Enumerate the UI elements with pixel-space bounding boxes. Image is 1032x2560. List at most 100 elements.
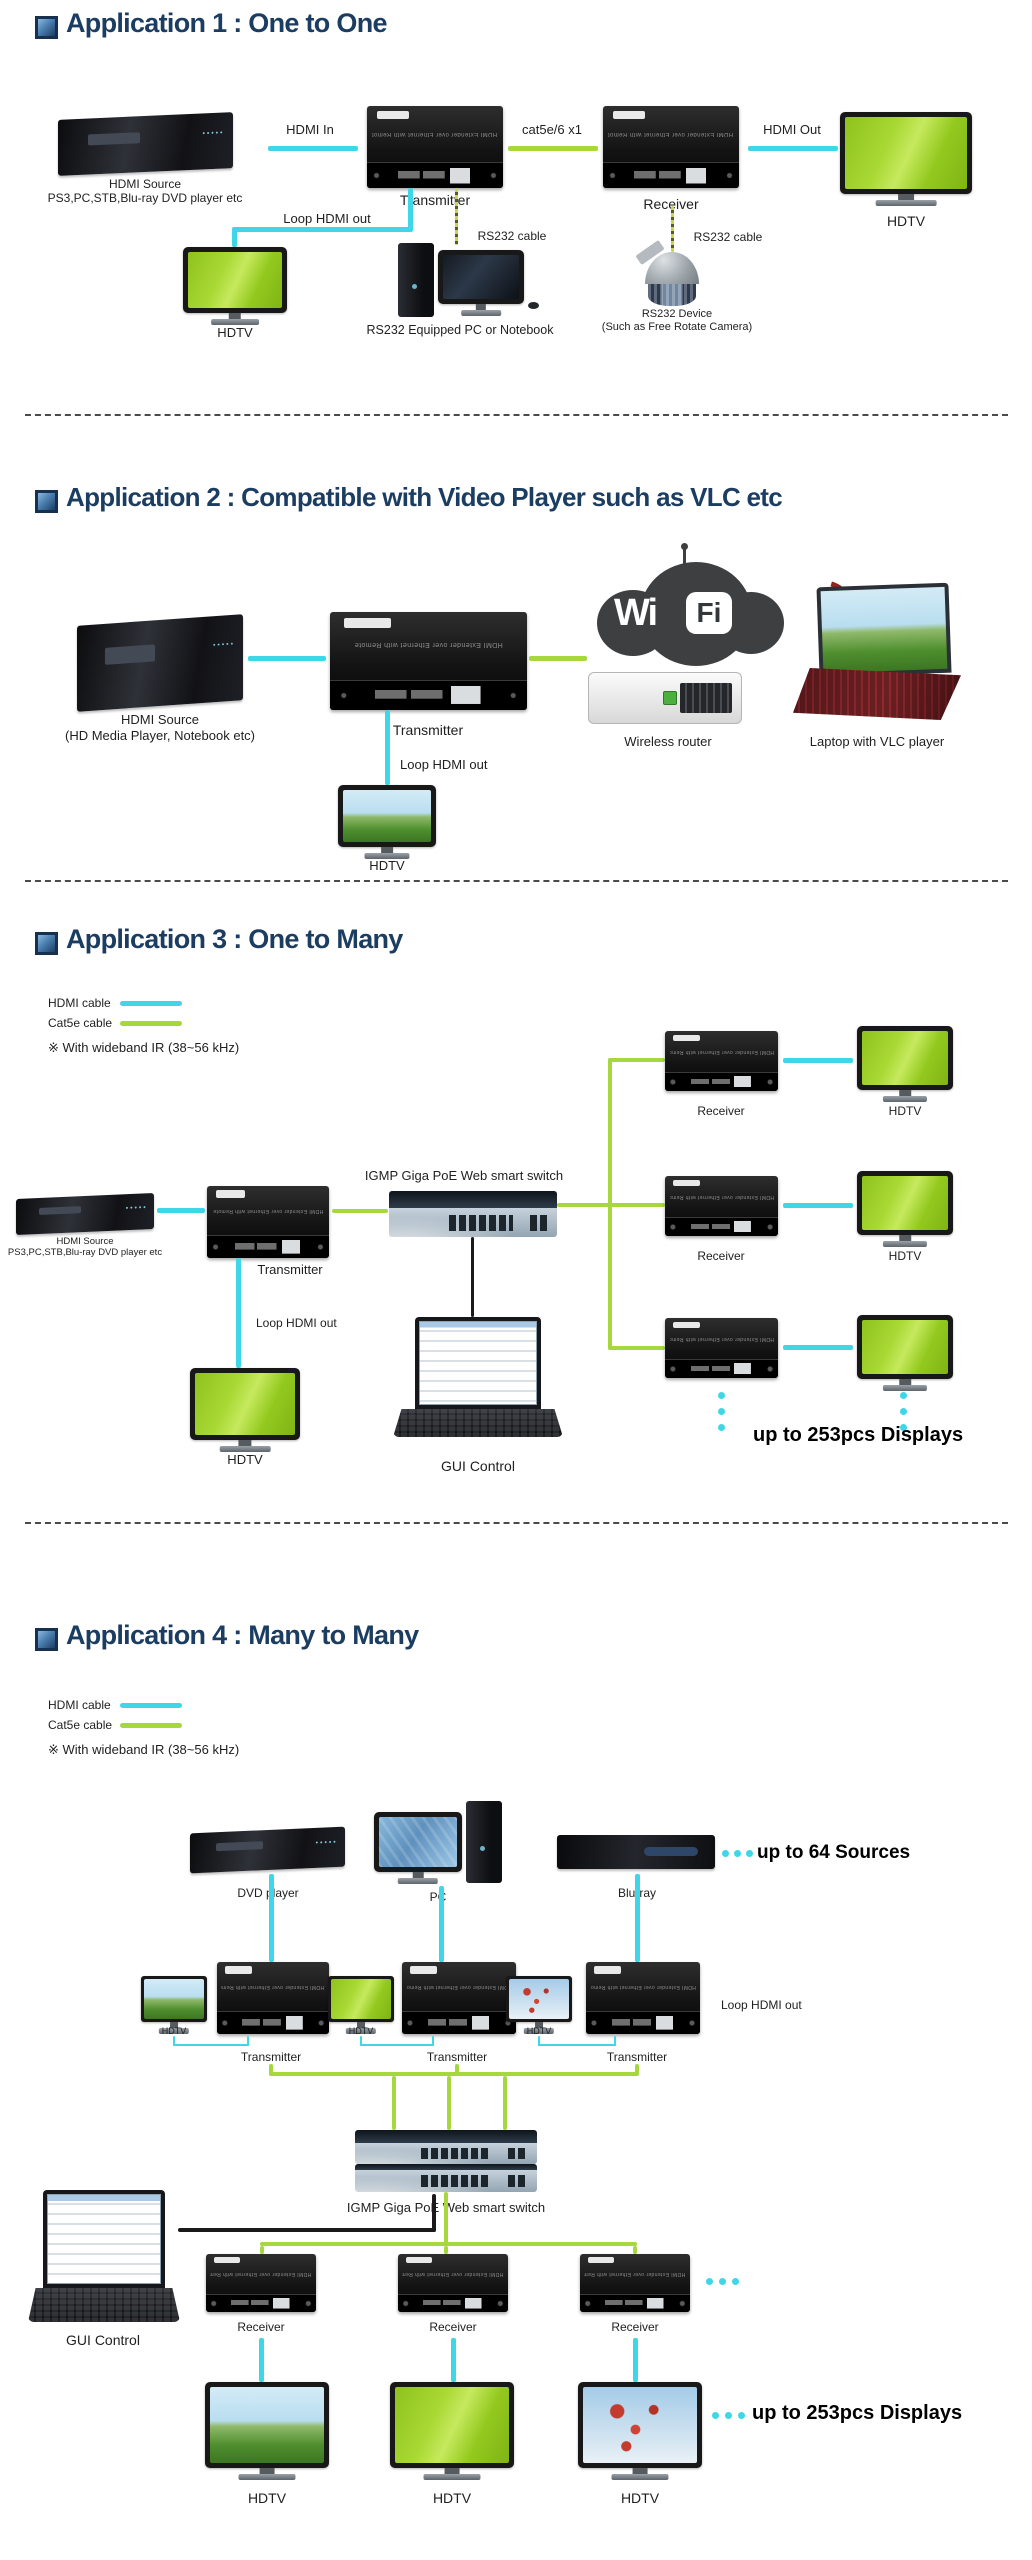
hdtv-screen [395, 2387, 509, 2463]
pc-screen [379, 1817, 457, 1867]
hdmi-source-sublabel: (HD Media Player, Notebook etc) [64, 728, 256, 743]
transmitter-box: HDMI Extender over Ethernet with Remote [217, 1962, 329, 2034]
section1-title: Application 1 : One to One [66, 8, 388, 38]
legend-wideband-note: ※ With wideband IR (38~56 kHz) [48, 1742, 240, 1757]
legend-hdmi-swatch [120, 1703, 182, 1708]
loop-hdmi-out-label: Loop HDMI out [400, 757, 488, 772]
hdtv-small-label: HDTV [348, 2026, 374, 2036]
receiver-label: Receiver [697, 1104, 745, 1118]
section-bullet-icon [35, 1628, 58, 1651]
loop-hdmi-cable [432, 2036, 434, 2046]
poe-switch [355, 2130, 537, 2164]
legend-cat5e-cable-label: Cat5e cable [48, 1016, 113, 1030]
switch-top [355, 2164, 537, 2170]
receiver-box: HDMI Extender over Ethernet with Remote [580, 2254, 690, 2312]
hdtv-screen [862, 1320, 948, 1374]
loop-hdmi-cable [232, 227, 413, 232]
cat5e-cable [608, 1058, 665, 1062]
section-bullet-icon [35, 490, 58, 513]
switch-label: IGMP Giga PoE Web smart switch [364, 1168, 564, 1183]
control-cable [471, 1237, 474, 1317]
camera-face [648, 284, 696, 306]
gui-window [47, 2194, 161, 2284]
laptop-screen [816, 582, 952, 678]
hdtv-label: HDTV [217, 325, 253, 340]
receiver-label: Receiver [611, 2320, 659, 2334]
hdtv-screen [862, 1176, 948, 1230]
hdmi-cable [269, 1874, 274, 1962]
device-chip [343, 617, 392, 628]
receiver-label: Receiver [237, 2320, 285, 2334]
section-divider [25, 414, 1008, 416]
blu-ray-player [557, 1835, 715, 1869]
section-divider [25, 880, 1008, 882]
transmitter-label: Transmitter [426, 2050, 488, 2064]
hdtv-screen [210, 2387, 324, 2463]
hdtv-label: HDTV [888, 1104, 922, 1118]
laptop-label: Laptop with VLC player [809, 734, 945, 749]
legend-cat5e-swatch [120, 1021, 182, 1026]
more-devices-dots [900, 1392, 907, 1399]
cat5e-cable [269, 2064, 273, 2074]
more-receivers-dots [732, 2278, 739, 2285]
hdmi-cable [268, 146, 358, 151]
loop-hdmi-cable [232, 230, 237, 247]
cat5e-cable [557, 1203, 665, 1207]
hdtv-small-label: HDTV [526, 2026, 552, 2036]
wireless-router-label: Wireless router [624, 734, 712, 749]
control-cable [432, 2194, 436, 2232]
switch-top [389, 1191, 557, 1209]
extender-top-text: HDMI Extender over Ethernet with Remote [212, 1207, 324, 1214]
hdtv-loop-small [506, 1976, 572, 2022]
hdmi-source-label: HDMI Source [108, 177, 182, 191]
hdmi-cable [259, 2338, 264, 2382]
loop-hdmi-out-label: Loop HDMI out [283, 211, 371, 226]
section4-title: Application 4 : Many to Many [66, 1620, 419, 1650]
hdtv-loop [338, 785, 436, 847]
cat5e-cable [529, 656, 587, 661]
gui-control-label: GUI Control [441, 1458, 515, 1474]
extender-top-text: HDMI Extender over Ethernet with Remote [590, 1983, 696, 1990]
gui-laptop-keyboard [393, 1409, 563, 1437]
extender-ports [217, 2011, 329, 2034]
legend-cat5e-swatch [120, 1723, 182, 1728]
wifi-wi-text: Wi [614, 592, 658, 634]
loop-hdmi-cable [614, 2036, 616, 2046]
rs232-cable [455, 188, 458, 245]
control-cable [178, 2228, 436, 2232]
loop-hdmi-cable [173, 2044, 249, 2046]
transmitter-box: HDMI Extender over Ethernet with Remote [586, 1962, 700, 2034]
legend-hdmi-cable-label: HDMI cable [48, 1698, 111, 1712]
extender-top-text: HDMI Extender over Ethernet with Remote [402, 2271, 504, 2278]
cat5e-cable [260, 2242, 637, 2246]
rs232-device-sublabel: (Such as Free Rotate Camera) [601, 321, 753, 333]
pc-screen [443, 255, 519, 299]
hdtv [578, 2382, 702, 2468]
cat5e-cable [260, 2246, 264, 2254]
switch-ports [389, 1208, 557, 1237]
hdtv-screen [862, 1031, 948, 1085]
hdtv-label: HDTV [227, 1452, 263, 1467]
pc-mouse [528, 302, 539, 309]
gui-laptop-screen [415, 1317, 541, 1409]
hdtv-small-label: HDTV [161, 2026, 187, 2036]
dvd-player [16, 1192, 154, 1236]
more-displays-dots [725, 2412, 732, 2419]
extender-ports [665, 1359, 778, 1378]
loop-hdmi-cable [247, 2036, 249, 2046]
extender-top-text: HDMI Extender over Ethernet with Remote [372, 130, 498, 137]
dvd-player [58, 112, 233, 176]
receiver-box: HDMI Extender over Ethernet with Remote [665, 1318, 778, 1378]
extender-top-text: HDMI Extender over Ethernet with Remote [354, 641, 503, 649]
wireless-router [588, 672, 742, 724]
dvd-player-label: DVD player [237, 1886, 299, 1900]
extender-ports [665, 1072, 778, 1091]
cat5e-cable [392, 2076, 396, 2130]
hdtv [857, 1026, 953, 1090]
legend-wideband-note: ※ With wideband IR (38~56 kHz) [48, 1040, 240, 1055]
section3-title: Application 3 : One to Many [66, 924, 403, 954]
gui-laptop-keyboard [28, 2288, 180, 2322]
transmitter-box: HDMI Extender over Ethernet with Remote [207, 1186, 329, 1258]
receiver-box: HDMI Extender over Ethernet with Remote [603, 106, 739, 188]
